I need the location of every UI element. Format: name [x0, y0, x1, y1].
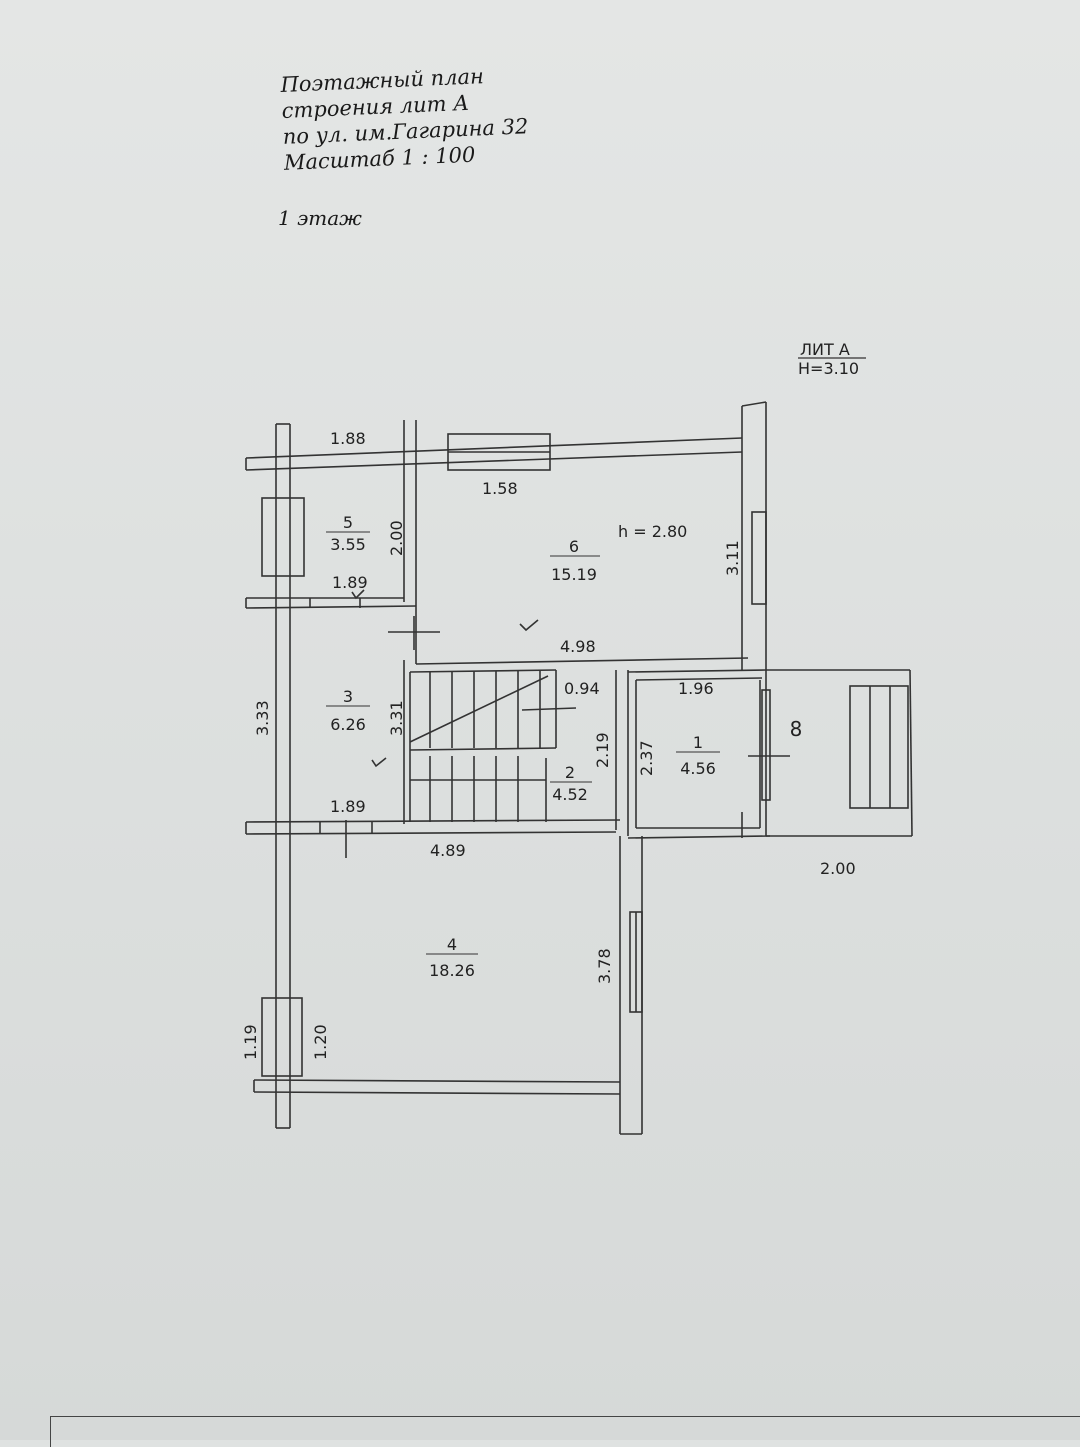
room-4-number: 4 [447, 935, 457, 954]
dim-189-top: 1.89 [332, 573, 368, 592]
room-5-number: 5 [343, 513, 353, 532]
dim-158: 1.58 [482, 479, 518, 498]
dim-196: 1.96 [678, 679, 714, 698]
dim-331: 3.31 [387, 700, 406, 736]
room-1-number: 1 [693, 733, 703, 752]
wall-room6-bottom [415, 657, 749, 665]
room-8-number: 8 [790, 717, 803, 741]
room-3-area: 6.26 [330, 715, 366, 734]
room-6-area: 15.19 [551, 565, 597, 584]
wall-room1-top [627, 669, 767, 673]
dim-378: 3.78 [595, 948, 614, 984]
dim-219: 2.19 [593, 732, 612, 768]
window-room6 [751, 511, 767, 605]
room-3-number: 3 [343, 687, 353, 706]
dim-333: 3.33 [253, 700, 272, 736]
floor-label: 1 этаж [278, 206, 362, 230]
stair-top [409, 669, 557, 673]
dim-188: 1.88 [330, 429, 366, 448]
wall-room4-top [245, 819, 621, 823]
stair-arrow-line [409, 675, 549, 743]
wall-top-inner [245, 451, 743, 471]
lit-name: ЛИТ А [800, 340, 850, 359]
room-5-area: 3.55 [330, 535, 366, 554]
window-left-lower [261, 997, 303, 1077]
dim-311: 3.11 [723, 540, 742, 576]
dim-489: 4.89 [430, 841, 466, 860]
dim-094: 0.94 [564, 679, 600, 698]
next-sheet-edge [50, 1416, 1080, 1447]
stair-landing [409, 747, 557, 751]
dim-119: 1.19 [241, 1024, 260, 1060]
dim-200-v: 2.00 [387, 520, 406, 556]
dim-200-h: 2.00 [820, 859, 856, 878]
room-4-area: 18.26 [429, 961, 475, 980]
ceiling-height: h = 2.80 [618, 522, 687, 541]
window-left-upper [261, 497, 305, 577]
dim-189-bottom: 1.89 [330, 797, 366, 816]
room-2-area: 4.52 [552, 785, 588, 804]
dim-237: 2.37 [637, 740, 656, 776]
room-2-number: 2 [565, 763, 575, 782]
dim-120: 1.20 [311, 1024, 330, 1060]
room-6-number: 6 [569, 537, 579, 556]
porch-right [909, 669, 913, 837]
dim-498: 4.98 [560, 637, 596, 656]
lit-height: H=3.10 [798, 359, 859, 378]
porch-steps [849, 685, 909, 809]
wall-top-outer [245, 437, 743, 459]
wall-room4-bottom [253, 1079, 621, 1083]
room-1-area: 4.56 [680, 759, 716, 778]
